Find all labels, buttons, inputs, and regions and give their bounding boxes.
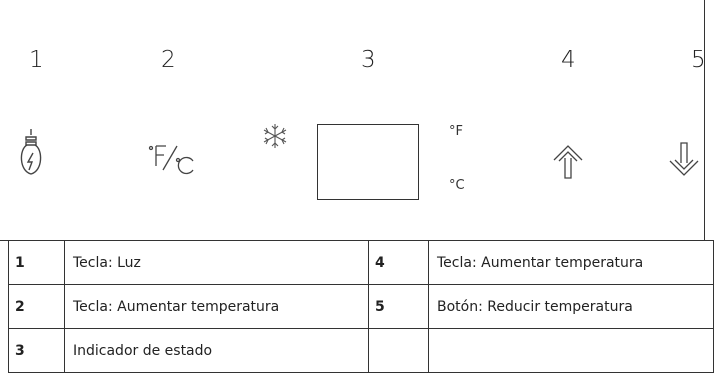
callout-number-1: 1: [29, 47, 44, 73]
legend-key: 2: [8, 284, 65, 329]
callout-number-4: 4: [561, 47, 576, 73]
callout-number-3: 3: [361, 47, 376, 73]
legend-key: [368, 328, 429, 373]
legend-key: 1: [8, 240, 65, 285]
legend-description: Tecla: Luz: [64, 240, 369, 285]
callout-number-5: 5: [691, 47, 706, 73]
legend-table: 1 Tecla: Luz 4 Tecla: Aumentar temperatu…: [8, 240, 714, 373]
legend-description: Tecla: Aumentar temperatura: [64, 284, 369, 329]
legend-key: 5: [368, 284, 429, 329]
legend-key: 4: [368, 240, 429, 285]
table-row: 2 Tecla: Aumentar temperatura 5 Botón: R…: [8, 284, 714, 329]
fahrenheit-label: °F: [449, 124, 463, 139]
celsius-label: °C: [449, 178, 465, 193]
status-display: [317, 124, 419, 200]
fahrenheit-celsius-toggle-icon[interactable]: [147, 142, 199, 176]
callout-number-2: 2: [161, 47, 176, 73]
light-bulb-icon[interactable]: [17, 127, 45, 179]
control-panel: 1 2 3 4 5: [0, 0, 706, 241]
legend-description: Botón: Reducir temperatura: [428, 284, 714, 329]
legend-key: 3: [8, 328, 65, 373]
legend-description: [428, 328, 714, 373]
snowflake-icon: [263, 124, 287, 148]
legend-description: Tecla: Aumentar temperatura: [428, 240, 714, 285]
arrow-down-icon[interactable]: [668, 142, 700, 178]
legend-description: Indicador de estado: [64, 328, 369, 373]
table-row: 1 Tecla: Luz 4 Tecla: Aumentar temperatu…: [8, 240, 714, 285]
arrow-up-icon[interactable]: [552, 143, 584, 179]
table-row: 3 Indicador de estado: [8, 328, 714, 373]
